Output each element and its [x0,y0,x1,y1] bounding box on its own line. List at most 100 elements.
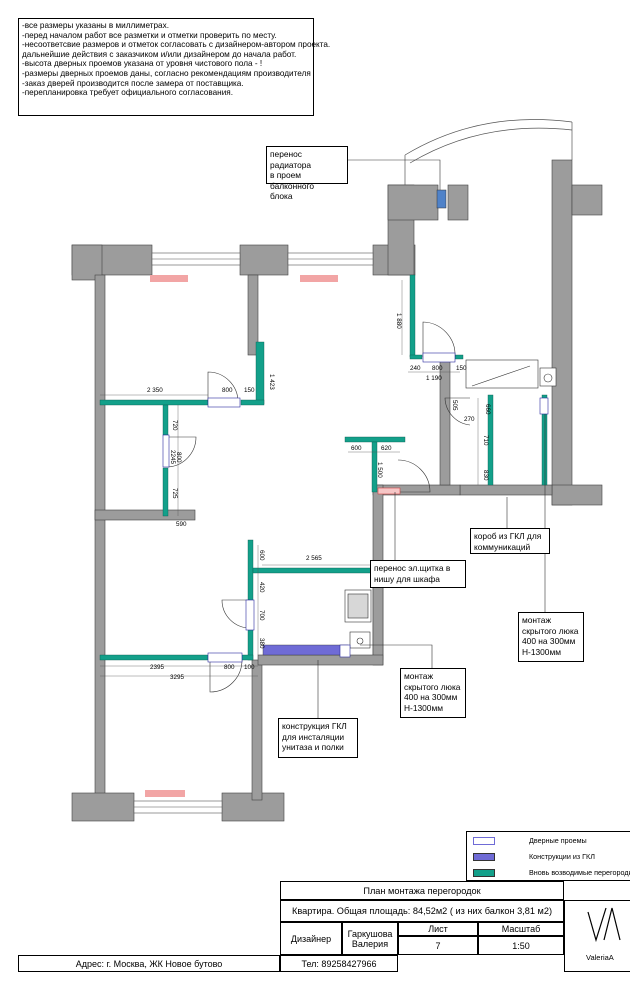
radiator-balcony [436,189,447,209]
door-kitchen [422,321,456,358]
dim-720: 720 [171,420,178,431]
dim-800d: 800 [224,664,235,671]
callout-line: 400 на 300мм [404,692,458,702]
dim-1423: 1 423 [268,374,275,390]
legend-swatch-gkl [473,853,495,861]
legend-row-doors: Дверные проемы [467,833,630,849]
callout-line: перенос радиатора [270,149,312,170]
wall-bottom-left [71,792,135,822]
dim-420: 420 [258,582,265,593]
logo-v [587,907,607,943]
general-notes: -все размеры указаны в миллиметрах. -пер… [18,18,331,116]
dim-700: 700 [258,610,265,621]
wall-balcony-top [387,184,439,221]
dim-660: 660 [484,404,491,415]
partition-bath2-top [252,567,376,574]
partition-bedroom3-right [240,654,254,661]
partition-duct [541,394,548,486]
designer-surname: Гаркушова [347,928,393,939]
note-line: -несоответсвие размеров и отметок соглас… [22,40,331,50]
note-line: -высота дверных проемов указана от уровн… [22,59,263,69]
legend-swatch-doors [473,837,495,845]
note-line: -размеры дверных проемов даны, согласно … [22,68,311,78]
legend-label: Дверные проемы [529,836,587,845]
partition-closet-bottom [162,467,169,517]
callout-hatch-right: монтаж скрытого люка 400 на 300мм Н-1300… [518,612,584,662]
callout-line: скрытого люка [404,681,461,692]
dim-150a: 150 [244,387,255,394]
gkl-installation [262,644,349,656]
dim-620: 620 [381,445,392,452]
wall-inner-top [247,274,259,356]
dim-600: 600 [351,445,362,452]
wall-left [94,274,106,796]
dim-2565: 2 565 [306,555,322,562]
windows [133,252,374,814]
callout-line: монтаж [522,615,552,625]
wall-bottom-inner [251,659,263,801]
partition-bath [487,394,494,486]
designer-label: Дизайнер [280,922,342,955]
dim-1880: 1 880 [395,313,402,329]
legend-row-gkl: Конструкции из ГКЛ [467,849,630,865]
callout-line: блока [270,191,293,201]
callout-gkl: конструкция ГКЛ для инсталяции унитаза и… [278,718,358,758]
legend-row-partitions: Вновь возводимые перегородки [467,865,630,881]
callout-hatch-center: монтаж скрытого люка 400 на 300мм Н-1300… [400,668,466,718]
partition-kitchen-bottom [409,354,423,360]
phone: Тел: 89258427966 [280,955,398,972]
plan-title: План монтажа перегородок [280,881,564,900]
scale-value: 1:50 [478,936,564,955]
structural-walls [71,159,603,822]
dim-800a: 800 [222,387,233,394]
door-closet [167,436,197,468]
balcony [404,119,573,185]
bathtub [465,359,539,389]
callout-line: Н-1300мм [404,702,443,713]
wall-right-bottom [551,484,603,506]
partition-bedroom1 [99,399,209,406]
sheet-label: Лист [398,922,478,936]
doors [167,321,471,693]
callout-panel: перенос эл.щитка в нишу для шкафа [370,560,466,588]
dim-380: 380 [258,638,265,649]
radiator-2 [300,275,338,282]
note-line: дальнейшие действия с заказчиком и/или д… [22,49,297,59]
legend-swatch-partitions [473,869,495,877]
dim-800b: 800 [175,452,182,463]
partition-bedroom1-right [240,399,265,406]
hatch-center [339,644,351,658]
door-hall [397,459,431,493]
dim-725: 725 [171,488,178,499]
callout-line: в проем балконного [270,170,315,191]
dim-505: 505 [451,400,458,411]
logo-subtitle: ValeriaA [586,953,614,962]
apartment-area: Квартира. Общая площадь: 84,52м2 ( из ни… [280,900,564,922]
dim-1190: 1 190 [426,375,442,382]
new-partitions [99,274,548,661]
dim-710: 710 [482,435,489,446]
dim-270: 270 [464,416,475,423]
legend: Дверные проемы Конструкции из ГКЛ Вновь … [466,831,630,881]
radiator-1 [150,275,188,282]
callout-line: короб из ГКЛ для [474,531,542,541]
dim-830: 830 [482,470,489,481]
partition-kitchen-stub [454,354,464,360]
callout-line: конструкция ГКЛ [282,721,347,731]
logo-a [603,907,621,941]
scale-label: Масштаб [478,922,564,936]
dimension-labels: 2 350 800 150 1 423 720 2245 800 725 590… [147,313,491,681]
electric-panel [377,487,401,495]
partition-kitchen [409,274,416,358]
dimension-lines [100,280,479,677]
sheet-value: 7 [398,936,478,955]
callout-line: унитаза и полки [282,742,344,752]
fixtures [339,359,557,658]
dim-600b: 600 [258,550,265,561]
door-wc [221,599,251,629]
wall-top-mid [239,244,289,276]
wall-right [551,159,573,506]
partition-closet-top [162,404,169,436]
logo-frame [564,900,630,972]
note-line: -заказ дверей производится после замера … [22,78,244,88]
